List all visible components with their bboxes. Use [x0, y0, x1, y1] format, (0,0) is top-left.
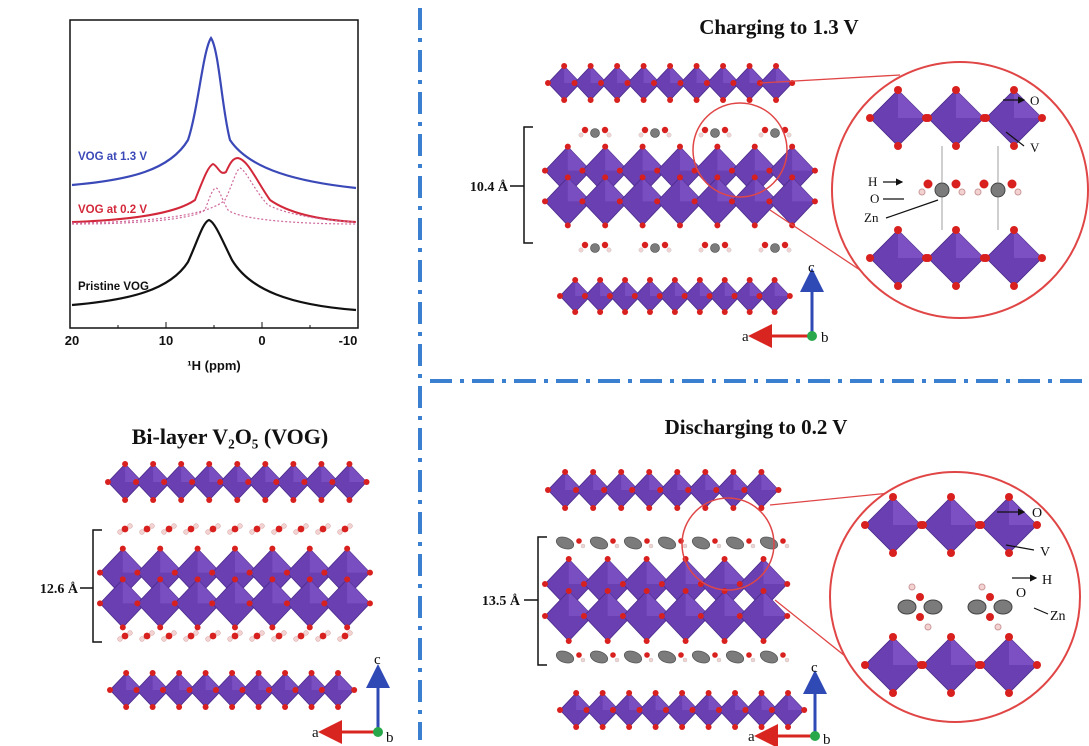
interlayer-charging-1: [578, 126, 792, 138]
layer-discharging-3: [557, 690, 808, 730]
layer-charging-2: [542, 143, 818, 229]
title-bilayer: Bi-layer V₂O₅ (VOG): [132, 424, 328, 449]
nmr-xtick-neg10: -10: [339, 333, 358, 348]
axes-triad-charging: [748, 268, 824, 348]
axis-b-bilayer: b: [386, 730, 394, 746]
zoom-charging-label-v: V: [1030, 140, 1040, 155]
zoom-discharging-label-v: V: [1040, 545, 1050, 560]
label-vog-0-2v: VOG at 0.2 V: [78, 204, 147, 216]
zoom-discharging-label-o: O: [1016, 586, 1026, 601]
nmr-xtick-20: 20: [65, 333, 79, 348]
zoom-charging-label-h: H: [868, 174, 877, 189]
axes-triad-discharging: [754, 670, 827, 746]
axis-a-charging: a: [742, 329, 749, 345]
bracket-bilayer: [80, 529, 102, 643]
layer-discharging-1: [545, 469, 782, 511]
zoom-annotations-charging: O V H O Zn: [864, 93, 1040, 225]
title-charging: Charging to 1.3 V: [699, 15, 858, 39]
spacing-bilayer: 12.6 Å: [40, 581, 79, 597]
spacing-discharging: 13.5 Å: [482, 593, 521, 609]
title-discharging: Discharging to 0.2 V: [665, 415, 848, 439]
spacing-charging: 10.4 Å: [470, 179, 509, 195]
zoom-discharging-label-h: H: [1042, 573, 1052, 588]
zoom-source-charging: [692, 102, 788, 198]
nmr-panel: 20 10 0 -10 ¹H (ppm) VOG at 1.3 V VOG at…: [65, 19, 359, 373]
zoom-discharging-label-zn: Zn: [1050, 609, 1066, 624]
axis-b-charging: b: [821, 330, 829, 346]
axis-c-discharging: c: [811, 660, 818, 676]
axes-triad-bilayer: [318, 664, 390, 744]
axis-b-discharging: b: [823, 732, 831, 746]
axis-c-bilayer: c: [374, 652, 381, 668]
spectrum-pristine: [71, 218, 357, 312]
layer-bilayer-3: [107, 670, 358, 710]
interlayer-bilayer-2: [117, 630, 353, 642]
zoom-source-discharging: [681, 497, 775, 591]
layer-charging-3: [557, 277, 793, 315]
layer-bilayer-1: [105, 461, 370, 503]
bracket-discharging: [524, 536, 547, 666]
nmr-xaxis-label: ¹H (ppm): [187, 358, 240, 373]
axis-c-charging: c: [808, 260, 815, 276]
spectrum-0-2v: [71, 156, 357, 223]
zoom-annotations-discharging: O V H O Zn: [997, 506, 1066, 624]
layer-charging-1: [545, 63, 796, 103]
axis-a-discharging: a: [748, 729, 755, 745]
crystal-structures: [97, 63, 818, 730]
bracket-charging: [510, 126, 533, 244]
zoom-charging-label-o: O: [870, 191, 879, 206]
layer-bilayer-2: [97, 545, 373, 631]
label-pristine-vog: Pristine VOG: [78, 281, 149, 293]
nmr-xtick-0: 0: [258, 333, 265, 348]
zoom-charging-label-zn: Zn: [864, 210, 879, 225]
zoom-detail-charging: [866, 86, 1046, 290]
axis-a-bilayer: a: [312, 725, 319, 741]
interlayer-discharging-1: [555, 536, 790, 550]
label-vog-1-3v: VOG at 1.3 V: [78, 151, 147, 163]
zoom-discharging-label-o-top: O: [1032, 506, 1042, 521]
nmr-xtick-10: 10: [159, 333, 173, 348]
interlayer-bilayer-1: [117, 523, 353, 535]
layer-discharging-2: [542, 556, 791, 644]
spectrum-1-3v: [71, 36, 357, 190]
interlayer-charging-2: [578, 241, 792, 253]
interlayer-discharging-2: [555, 650, 790, 664]
zoom-charging-label-o-top: O: [1030, 93, 1039, 108]
spectrum-0-2v-dotted-b: [71, 167, 357, 224]
nmr-ticks: [69, 322, 359, 328]
